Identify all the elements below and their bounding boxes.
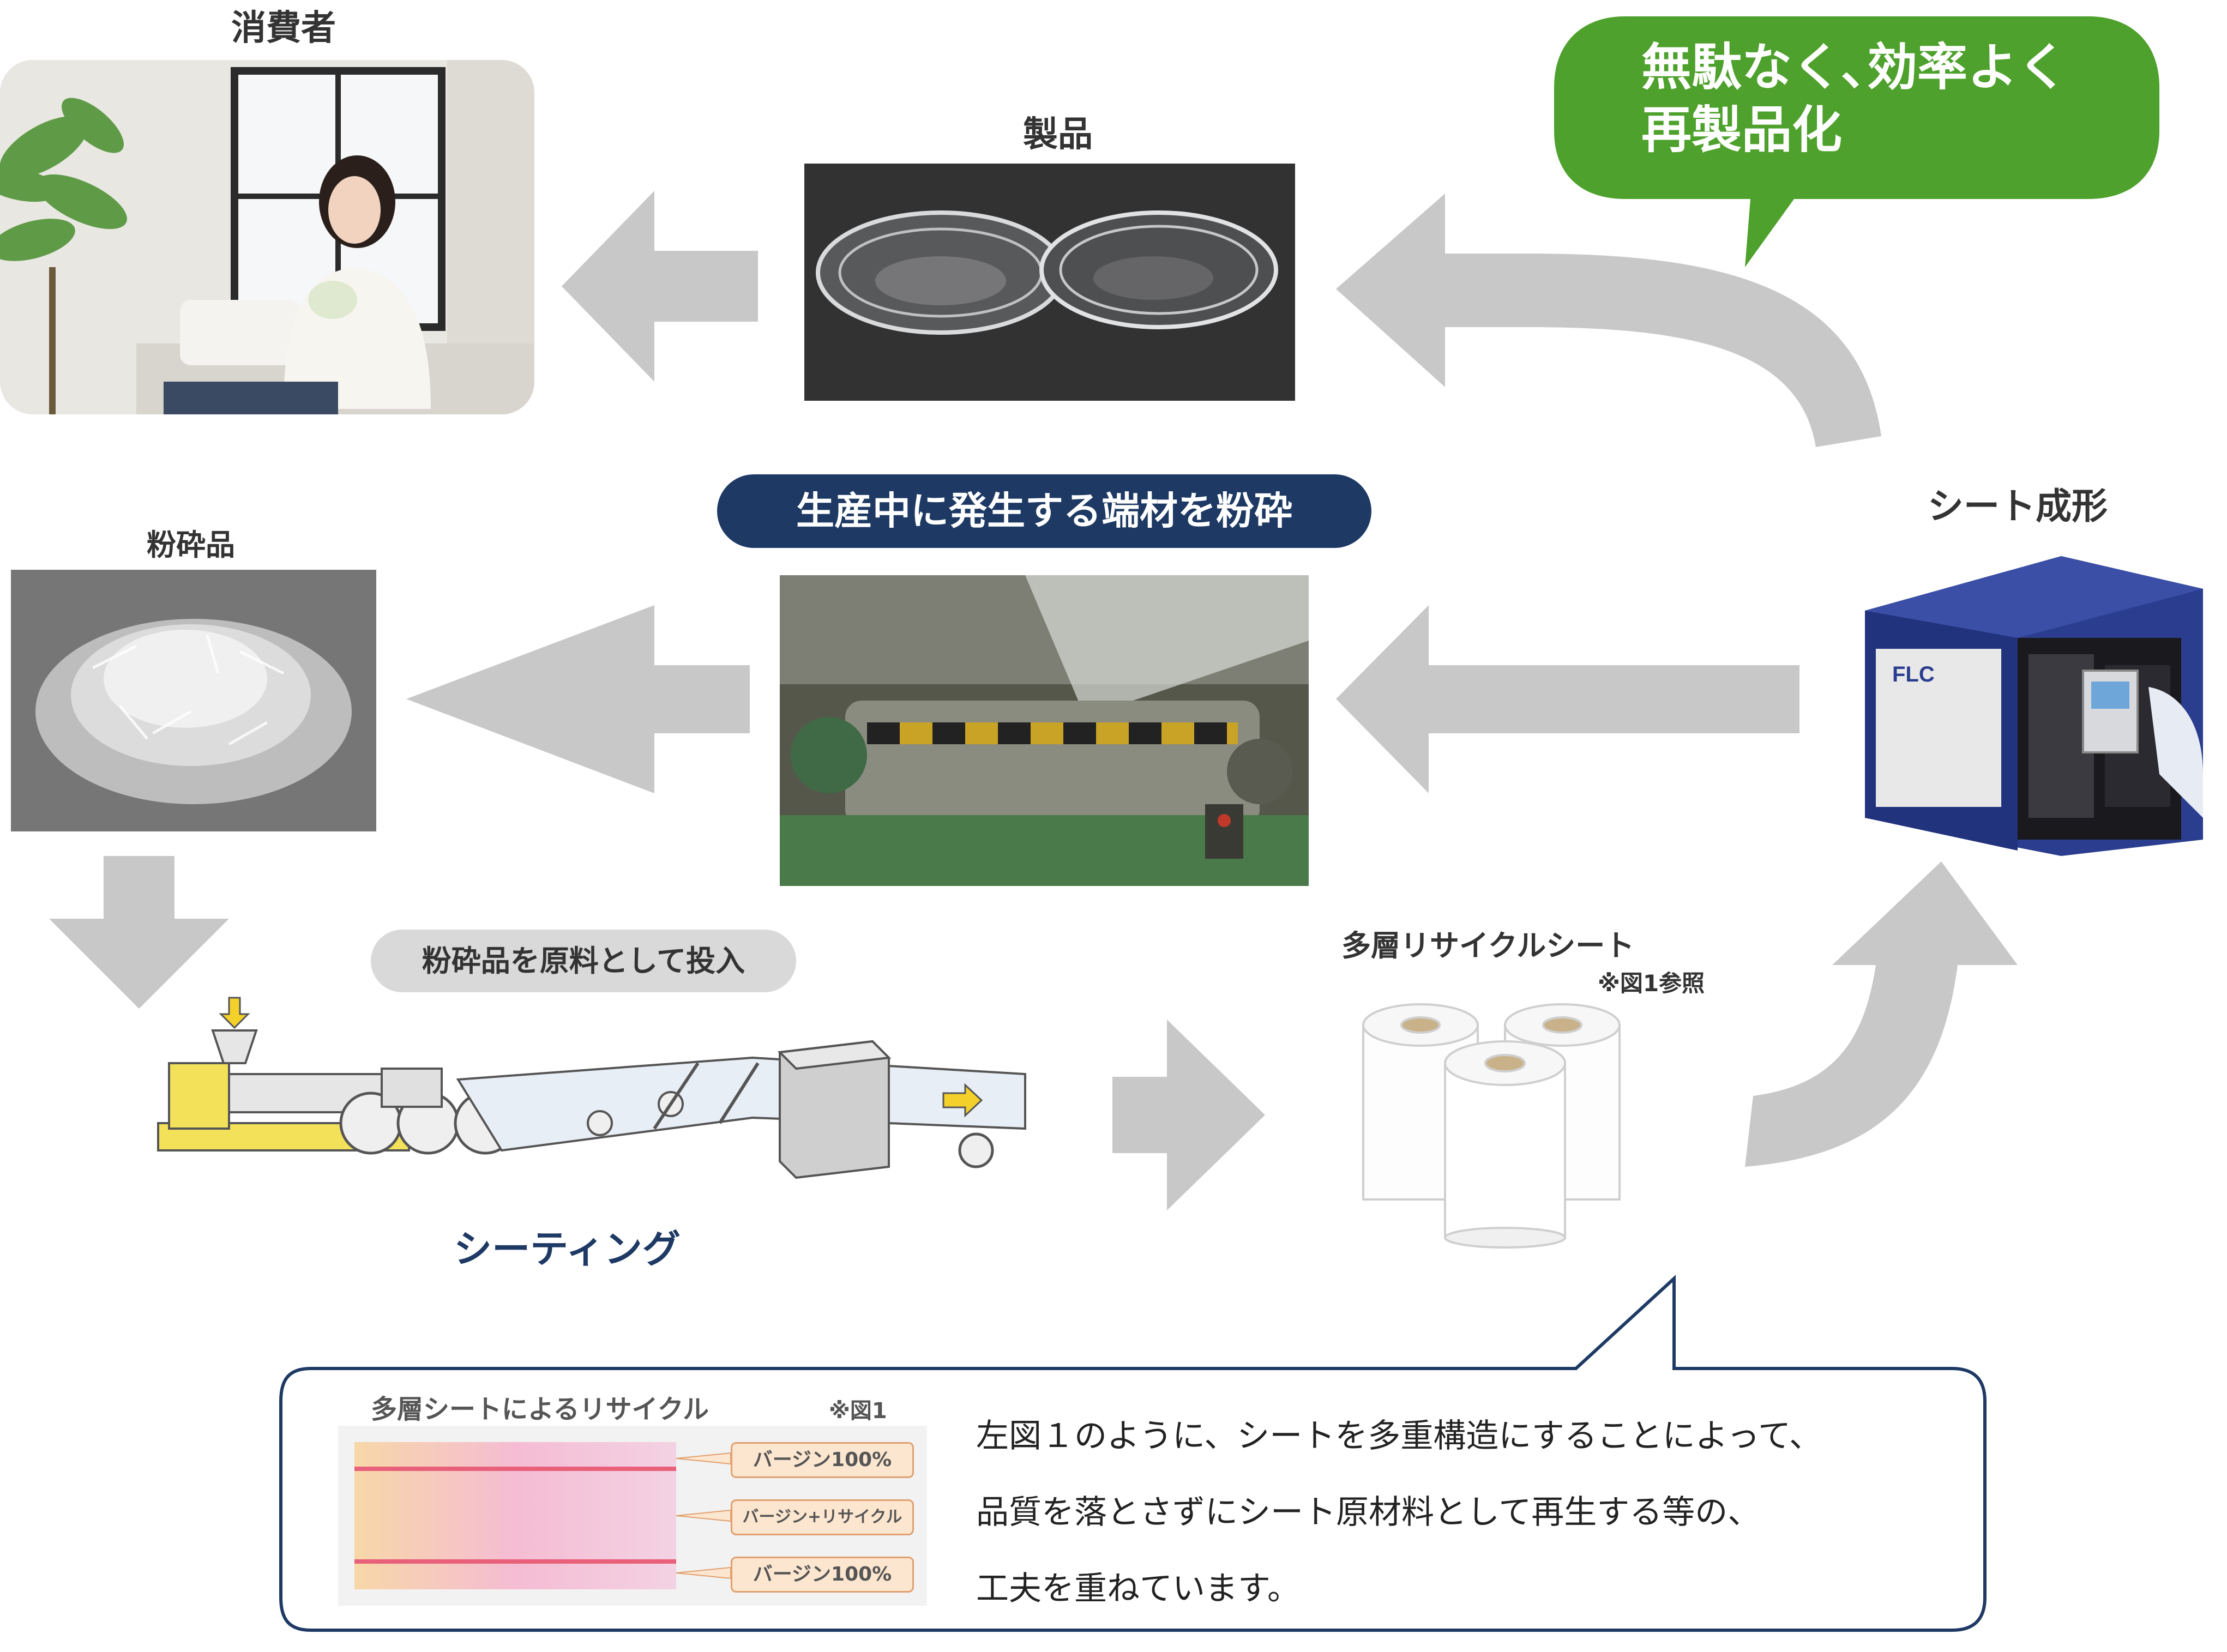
fig-title: 多層シートによるリサイクル [371, 1394, 709, 1425]
sheet-forming-machine: FLC [1865, 556, 2203, 856]
arrow-offcut-to-crushed [406, 605, 750, 793]
sheet-rolls-illustration [1362, 1003, 1621, 1249]
fig-ref: ※図1 [829, 1398, 887, 1424]
layer-tag-top: バージン100% [731, 1442, 914, 1478]
crush-offcuts-pill: 生産中に発生する端材を粉砕 [717, 474, 1371, 548]
crushed-label: 粉砕品 [147, 528, 235, 562]
product-photo [804, 164, 1295, 401]
sheet-forming-label: シート成形 [1928, 485, 2108, 527]
layer-diagram [354, 1442, 731, 1589]
layer-tag-bottom: バージン100% [731, 1557, 914, 1593]
note-text-line3: 工夫を重ねています。 [976, 1570, 1300, 1608]
efficiency-bubble [1554, 16, 2159, 267]
offcut-crusher-photo [780, 575, 1309, 886]
efficiency-bubble-line1: 無駄なく､効率よく [1641, 38, 2068, 97]
machine-brand-text: FLC [1892, 662, 1935, 686]
note-text-line2: 品質を落とさずにシート原材料として再生する等の、 [976, 1493, 1761, 1532]
arrow-crushed-to-sheeting [49, 856, 229, 1009]
arrow-forming-to-product [1336, 194, 1881, 447]
arrow-forming-to-offcut [1336, 605, 1799, 793]
note-text-line1: 左図１のように、シートを多重構造にすることによって、 [976, 1417, 1822, 1455]
sheeting-label: シーティング [454, 1227, 681, 1271]
arrow-rolls-to-forming [1745, 861, 2018, 1167]
arrow-product-to-consumer [562, 191, 758, 382]
crushed-photo [11, 570, 376, 831]
arrow-sheeting-to-rolls [1112, 1020, 1265, 1210]
consumer-photo [0, 60, 534, 414]
layer-tag-middle: バージン+リサイクル [731, 1499, 914, 1535]
product-label: 製品 [1023, 114, 1093, 155]
input-crushed-pill: 粉砕品を原料として投入 [371, 930, 796, 992]
consumer-illustration [0, 60, 534, 414]
sheeting-line-illustration [157, 997, 1026, 1179]
multilayer-sheet-label: 多層リサイクルシート [1341, 929, 1635, 963]
see-fig1-note: ※図1参照 [1598, 970, 1705, 997]
crushed-flakes-illustration [11, 570, 376, 831]
clear-containers-illustration [804, 164, 1295, 401]
efficiency-bubble-line2: 再製品化 [1641, 101, 1843, 159]
crusher-illustration [780, 575, 1309, 886]
consumer-label: 消費者 [231, 8, 336, 49]
